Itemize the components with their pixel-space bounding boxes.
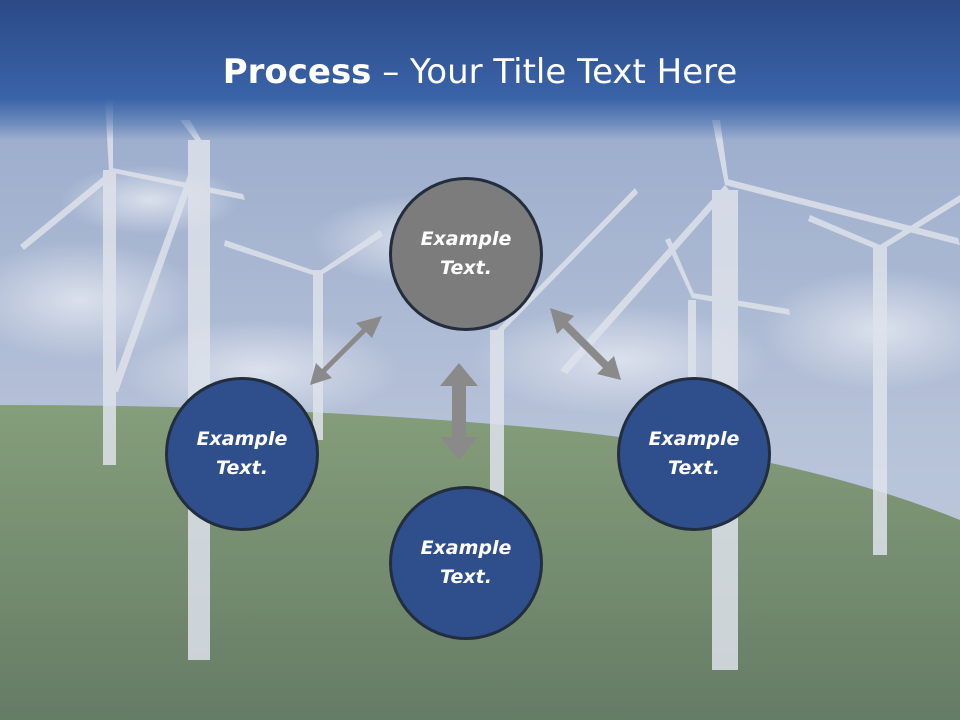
process-node-bottom-label: Example Text. — [420, 537, 512, 588]
double-arrow-top-left — [310, 316, 382, 385]
process-node-bottom: Example Text. — [389, 486, 543, 640]
double-arrow-vertical — [440, 363, 478, 460]
process-node-left: Example Text. — [165, 377, 319, 531]
title-rest: – Your Title Text Here — [371, 52, 738, 92]
process-node-left-label: Example Text. — [196, 428, 288, 479]
process-node-top: Example Text. — [389, 177, 543, 331]
process-node-right-label: Example Text. — [648, 428, 740, 479]
process-node-right: Example Text. — [617, 377, 771, 531]
double-arrow-top-right — [550, 308, 621, 380]
title-bar — [0, 0, 960, 140]
process-node-top-label: Example Text. — [420, 228, 512, 279]
slide-title: Process – Your Title Text Here — [0, 52, 960, 92]
title-bold: Process — [222, 52, 372, 92]
